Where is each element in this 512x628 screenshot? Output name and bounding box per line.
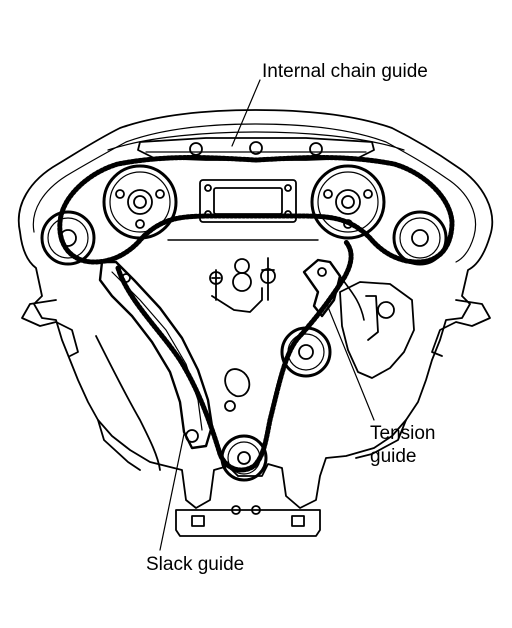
leader-line-tension-guide — [325, 301, 375, 421]
idler-sprocket — [280, 326, 332, 378]
right-intake-cam-sprocket — [310, 164, 386, 240]
slack-guide-label: Slack guide — [146, 554, 245, 575]
engine-block-inner-outline — [32, 123, 477, 263]
right-bracket — [431, 299, 491, 357]
hydraulic-tensioner-body — [339, 281, 415, 379]
center-cover-plate — [199, 179, 297, 223]
left-exhaust-cam-sprocket — [40, 210, 96, 266]
left-intake-cam-sprocket — [102, 164, 178, 240]
main-timing-chain — [115, 239, 354, 473]
crankshaft-sprocket — [220, 434, 268, 482]
internal-chain-guide-label: Internal chain guide — [262, 61, 428, 82]
lower-right-leg — [355, 419, 407, 459]
tension-guide-label-line1: Tension — [370, 423, 436, 444]
right-exhaust-cam-sprocket — [392, 210, 448, 266]
tension-guide — [302, 258, 365, 321]
lower-left-leg — [97, 419, 141, 471]
tension-guide-label: Tension guide — [370, 422, 436, 468]
tension-guide-label-line2: guide — [370, 446, 417, 467]
upper-cover-rib — [107, 131, 405, 151]
engine-block-outline — [17, 109, 494, 509]
left-bracket — [21, 299, 79, 357]
leader-line-slack-guide — [159, 433, 185, 551]
leader-line-internal-chain-guide — [231, 79, 261, 147]
oil-passage — [95, 335, 251, 471]
slack-guide — [98, 260, 214, 450]
lower-flange — [175, 505, 321, 537]
center-tensioner-assembly — [209, 257, 276, 313]
